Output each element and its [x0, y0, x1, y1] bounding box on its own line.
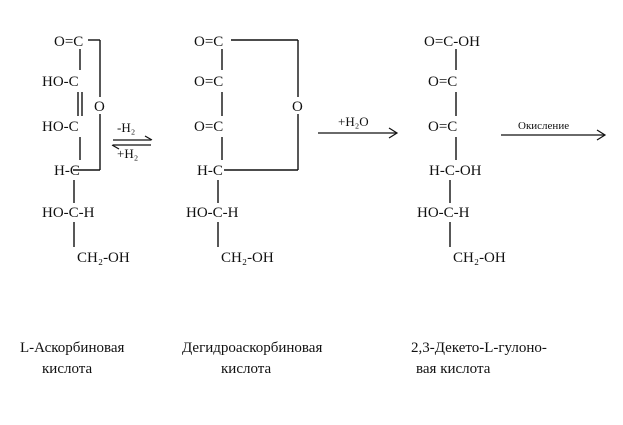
dehydro-row-5: HO-C-H — [186, 205, 239, 221]
ascorbic-row-4: H-C — [54, 163, 80, 179]
dehydro-row-2: O=C — [194, 74, 223, 90]
dehydroascorbic-acid-structure: O=C O=C O=C H-C HO-C-H CH₂-OH O — [186, 34, 303, 266]
equilibrium-reverse-label: +H₂ — [117, 146, 138, 161]
dehydro-row-3: O=C — [194, 119, 223, 135]
dehydro-ring-oxygen: O — [292, 99, 303, 115]
diketo-row-6: CH₂-OH — [453, 250, 506, 266]
diketogulonic-acid-structure: O=C-OH O=C O=C H-C-OH HO-C-H CH₂-OH — [417, 34, 506, 266]
dehydro-caption-line-2: кислота — [221, 361, 271, 377]
oxidation-arrow-head — [596, 129, 607, 141]
diketo-row-1: O=C-OH — [424, 34, 480, 50]
dehydro-row-6: CH₂-OH — [221, 250, 274, 266]
ascorbic-ring-oxygen: O — [94, 99, 105, 115]
dehydro-row-4: H-C — [197, 163, 223, 179]
equilibrium-arrows: -H₂ +H₂ — [111, 120, 153, 161]
ascorbic-row-6: CH₂-OH — [77, 250, 130, 266]
diketo-row-3: O=C — [428, 119, 457, 135]
hydration-arrow-head — [388, 127, 399, 139]
diketo-row-5: HO-C-H — [417, 205, 470, 221]
ascorbic-row-3: HO-C — [42, 119, 79, 135]
equilibrium-forward-label: -H₂ — [117, 120, 135, 135]
ascorbic-caption-line-2: кислота — [42, 361, 92, 377]
ascorbic-row-5: HO-C-H — [42, 205, 95, 221]
diketo-caption-line-1: 2,3-Декето-L-гулоно- — [411, 340, 547, 356]
dehydro-row-1: O=C — [194, 34, 223, 50]
forward-arrow-head — [144, 135, 153, 141]
reverse-arrow-head — [111, 144, 120, 150]
oxidation-label: Окисление — [518, 120, 569, 132]
hydration-label: +H₂O — [338, 114, 369, 129]
diketo-caption-line-2: вая кислота — [416, 361, 491, 377]
ascorbic-acid-structure: O=C HO-C HO-C H-C HO-C-H CH₂-OH O — [42, 34, 130, 266]
ascorbic-row-2: HO-C — [42, 74, 79, 90]
diketo-row-4: H-C-OH — [429, 163, 482, 179]
captions: L-Аскорбиновая кислота Дегидроаскорбинов… — [20, 340, 547, 377]
oxidation-arrow: Окисление — [501, 120, 607, 141]
dehydro-caption-line-1: Дегидроаскорбиновая — [182, 340, 322, 356]
ascorbic-row-1: O=C — [54, 34, 83, 50]
hydration-arrow: +H₂O — [318, 114, 399, 139]
diketo-row-2: O=C — [428, 74, 457, 90]
ascorbic-caption-line-1: L-Аскорбиновая — [20, 340, 125, 356]
